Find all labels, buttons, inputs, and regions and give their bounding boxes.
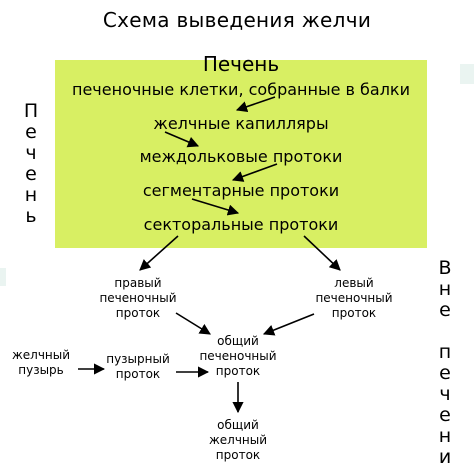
side-label-extrahepatic: В н е п е ч е н и (438, 257, 452, 468)
step-liver-cells: печеночные клетки, собранные в балки (72, 80, 410, 99)
common-bile-duct: общий желчный проток (208, 418, 268, 462)
step-interlobular-ducts: междольковые протоки (139, 147, 343, 166)
edge-mark (460, 64, 474, 84)
arrow-sectoral-to-left-hepatic (303, 235, 341, 271)
arrow-right-hepatic-to-common (175, 312, 211, 335)
cystic-duct: пузырный проток (106, 352, 170, 381)
step-segmental-ducts: сегментарные протоки (142, 181, 340, 200)
arrow-interlobular-to-segmental (231, 163, 278, 182)
arrow-segmental-to-sectoral (191, 198, 240, 216)
arrow-left-hepatic-to-common (262, 313, 315, 336)
arrow-cells-to-capillaries (235, 96, 276, 113)
gallbladder: желчный пузырь (11, 348, 71, 377)
side-label-liver: П е ч е н ь (23, 100, 39, 227)
left-hepatic-duct: левый печеночный проток (315, 276, 393, 320)
common-hepatic-duct: общий печеночный проток (199, 334, 277, 378)
liver-region (55, 60, 427, 248)
right-hepatic-duct: правый печеночный проток (99, 276, 177, 320)
liver-heading: Печень (202, 52, 280, 76)
step-bile-capillaries: желчные капилляры (153, 114, 329, 133)
diagram-title: Схема выведения желчи (102, 8, 372, 32)
arrow-capillaries-to-interlobular (164, 131, 200, 148)
step-sectoral-ducts: секторальные протоки (143, 215, 339, 234)
edge-mark (0, 268, 6, 286)
arrow-sectoral-to-right-hepatic (139, 235, 179, 271)
